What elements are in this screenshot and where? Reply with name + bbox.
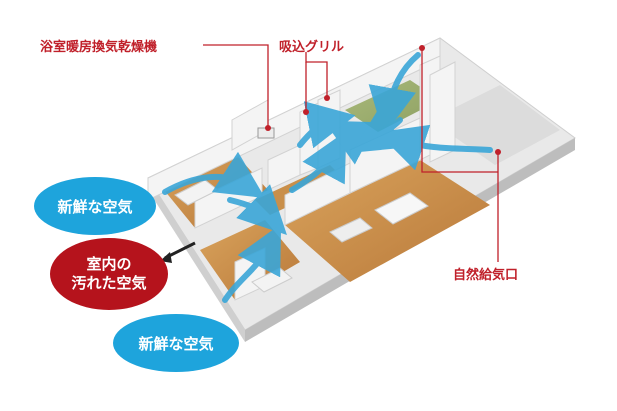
flow-arrow-bedroom-bottom [222, 223, 282, 303]
flow-arrow-living [377, 124, 493, 171]
label-natural-inlet: 自然給気口 [453, 268, 519, 283]
flow-arrow-bedroom-top [162, 151, 266, 199]
leader-dots [265, 45, 501, 155]
flow-arrow-intake [297, 101, 356, 149]
leader-lines [203, 44, 499, 262]
bubble-stale-air-line1: 室内の [86, 255, 132, 274]
flow-arrow-tatami-right [351, 106, 406, 153]
bubble-fresh-air-bottom-text: 新鮮な空気 [138, 334, 214, 353]
bubble-stale-air: 室内の 汚れた空気 [50, 238, 168, 310]
label-bathroom-heater: 浴室暖房換気乾燥機 [40, 40, 158, 55]
flow-arrow-bedroom-top-out [227, 184, 287, 235]
leader-natural-inlet-b [421, 48, 498, 173]
furniture [174, 127, 429, 293]
bubble-fresh-air-top-text: 新鮮な空気 [57, 197, 133, 216]
leader-bathroom-heater [203, 44, 269, 128]
slab-edge [148, 178, 245, 342]
bubble-fresh-air-bottom: 新鮮な空気 [113, 314, 239, 372]
leader-intake-grille [305, 52, 328, 98]
flow-arrow-tatami [368, 52, 421, 136]
airflow-arrows [162, 52, 493, 303]
label-intake-grille: 吸込グリル [279, 40, 345, 55]
balcony-floor [430, 85, 560, 165]
bubble-stale-air-line2: 汚れた空気 [71, 274, 147, 292]
living-floor [285, 160, 490, 282]
bubble-fresh-air-top: 新鮮な空気 [34, 177, 156, 235]
